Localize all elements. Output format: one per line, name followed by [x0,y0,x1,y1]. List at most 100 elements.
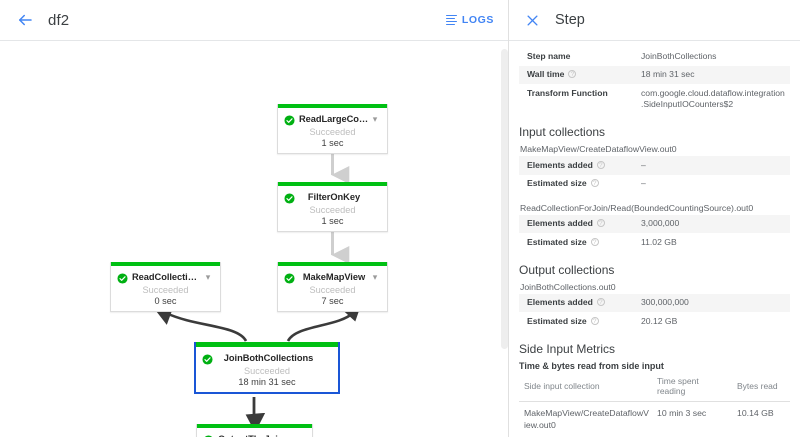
row-label: Estimated size? [519,233,633,252]
input-collection-table-0: Elements added? – Estimated size? – [519,156,790,193]
node-header: JoinBothCollections [196,347,338,365]
status-stripe [196,342,338,347]
row-label-text: Estimated size [527,178,587,189]
panel-body[interactable]: Step name JoinBothCollections Wall time?… [509,41,800,437]
table-header: Side input collection Time spent reading… [519,373,790,402]
success-check-icon [203,433,214,437]
graph-node-readcollectionforjoin[interactable]: ReadCollectionForJoin ▾ Succeeded 0 sec [110,262,221,312]
help-icon[interactable]: ? [590,237,599,246]
help-icon[interactable]: ? [596,160,605,169]
node-duration: 18 min 31 sec [238,377,296,387]
row-label: Estimated size? [519,175,633,194]
help-icon[interactable]: ? [568,70,577,79]
logs-button[interactable]: LOGS [445,14,494,26]
graph-node-outputthejoinedcollection[interactable]: OutputTheJoinedCollec... Succeeded 18 se… [196,424,313,437]
node-duration: 7 sec [321,296,344,306]
step-details-panel: Step Step name JoinBothCollections Wall … [509,0,800,437]
side-input-metrics-subtitle: Time & bytes read from side input [519,360,664,371]
row-label-text: Estimated size [527,315,587,326]
help-icon[interactable]: ? [596,298,605,307]
table-row: Estimated size? 11.02 GB [519,233,790,252]
node-duration: 1 sec [321,216,344,226]
row-label-text: Elements added [527,159,593,170]
graph-node-makemapview[interactable]: MakeMapView ▾ Succeeded 7 sec [277,262,388,312]
row-value: – [633,156,790,175]
table-row: MakeMapView/CreateDataflowView.out0 10 m… [519,401,790,437]
status-stripe [111,262,220,266]
node-status: Succeeded [309,205,356,215]
chevron-down-icon[interactable]: ▾ [205,271,211,282]
success-check-icon [284,271,295,284]
table-row: Step name JoinBothCollections [519,47,790,66]
graph-node-joinbothcollections[interactable]: JoinBothCollections Succeeded 18 min 31 … [194,342,340,394]
graph-vertical-scrollbar[interactable] [501,49,508,349]
row-value: 20.12 GB [641,315,678,326]
help-icon[interactable]: ? [596,219,605,228]
node-header: OutputTheJoinedCollec... [197,428,312,437]
cell-time-spent: 10 min 3 sec [657,407,707,418]
row-value: 18 min 31 sec [633,65,790,85]
row-label-text: Estimated size [527,236,587,247]
row-value: JoinBothCollections [641,50,717,61]
row-label: Wall time? [519,65,633,85]
status-stripe [278,262,387,266]
cell-bytes-read: 10.14 GB [737,407,774,418]
page-title: df2 [48,11,70,29]
input-collection-table-1: Elements added? 3,000,000 Estimated size… [519,214,790,252]
logs-list-icon [445,14,457,26]
collection-name: ReadCollectionForJoin/Read(BoundedCounti… [520,202,754,213]
node-header: FilterOnKey [278,186,387,204]
graph-node-readlargecollection[interactable]: ReadLargeCollectionFr... ▾ Succeeded 1 s… [277,104,388,154]
job-graph-canvas[interactable]: ReadLargeCollectionFr... ▾ Succeeded 1 s… [0,41,508,437]
row-value: 3,000,000 [633,214,790,234]
success-check-icon [202,352,213,365]
spacer [519,194,790,203]
table-row: Estimated size? 20.12 GB [519,312,790,331]
table-row: Transform Function com.google.cloud.data… [519,84,790,114]
node-header: MakeMapView ▾ [278,266,387,284]
row-label: Elements added? [519,293,633,313]
node-header: ReadCollectionForJoin ▾ [111,266,220,284]
table-row: Elements added? – [519,156,790,175]
close-icon[interactable] [517,5,547,35]
collection-name: JoinBothCollections.out0 [520,281,616,292]
node-status: Succeeded [309,285,356,295]
row-value: 11.02 GB [641,236,677,247]
output-collections-title: Output collections [519,262,615,277]
back-arrow-icon[interactable] [8,3,42,37]
graph-node-filteronkey[interactable]: FilterOnKey Succeeded 1 sec [277,182,388,232]
chevron-down-icon[interactable]: ▾ [372,113,378,124]
node-title: JoinBothCollections [223,352,314,363]
row-label-text: Elements added [527,297,593,308]
table-row: Elements added? 300,000,000 [519,293,790,313]
output-collection-table-0: Elements added? 300,000,000 Estimated si… [519,293,790,331]
node-duration: 0 sec [154,296,177,306]
row-value: 300,000,000 [633,293,790,313]
node-header: ReadLargeCollectionFr... ▾ [278,108,387,126]
chevron-down-icon[interactable]: ▾ [372,271,378,282]
node-title: MakeMapView [302,271,366,282]
help-icon[interactable]: ? [590,179,599,188]
status-stripe [278,104,387,108]
row-label: Transform Function [527,87,608,98]
side-input-metrics-title: Side Input Metrics [519,341,616,356]
logs-button-label: LOGS [461,14,494,26]
panel-header: Step [509,0,800,41]
help-icon[interactable]: ? [590,316,599,325]
collection-name: MakeMapView/CreateDataflowView.out0 [520,144,677,155]
node-title: FilterOnKey [307,191,361,202]
success-check-icon [284,113,295,126]
column-header-time: Time spent reading [652,373,732,402]
node-status: Succeeded [142,285,189,295]
table-header-row: Side input collection Time spent reading… [519,373,790,402]
row-label-text: Wall time [527,69,565,80]
side-input-metrics-table: Side input collection Time spent reading… [519,373,790,437]
node-title: ReadLargeCollectionFr... [299,113,369,124]
cell-collection: MakeMapView/CreateDataflowView.out0 [524,407,649,430]
step-summary-table: Step name JoinBothCollections Wall time?… [519,47,790,114]
node-duration: 1 sec [321,138,344,148]
status-stripe [278,182,387,186]
row-label: Estimated size? [519,312,633,331]
input-collections-title: Input collections [519,125,606,140]
